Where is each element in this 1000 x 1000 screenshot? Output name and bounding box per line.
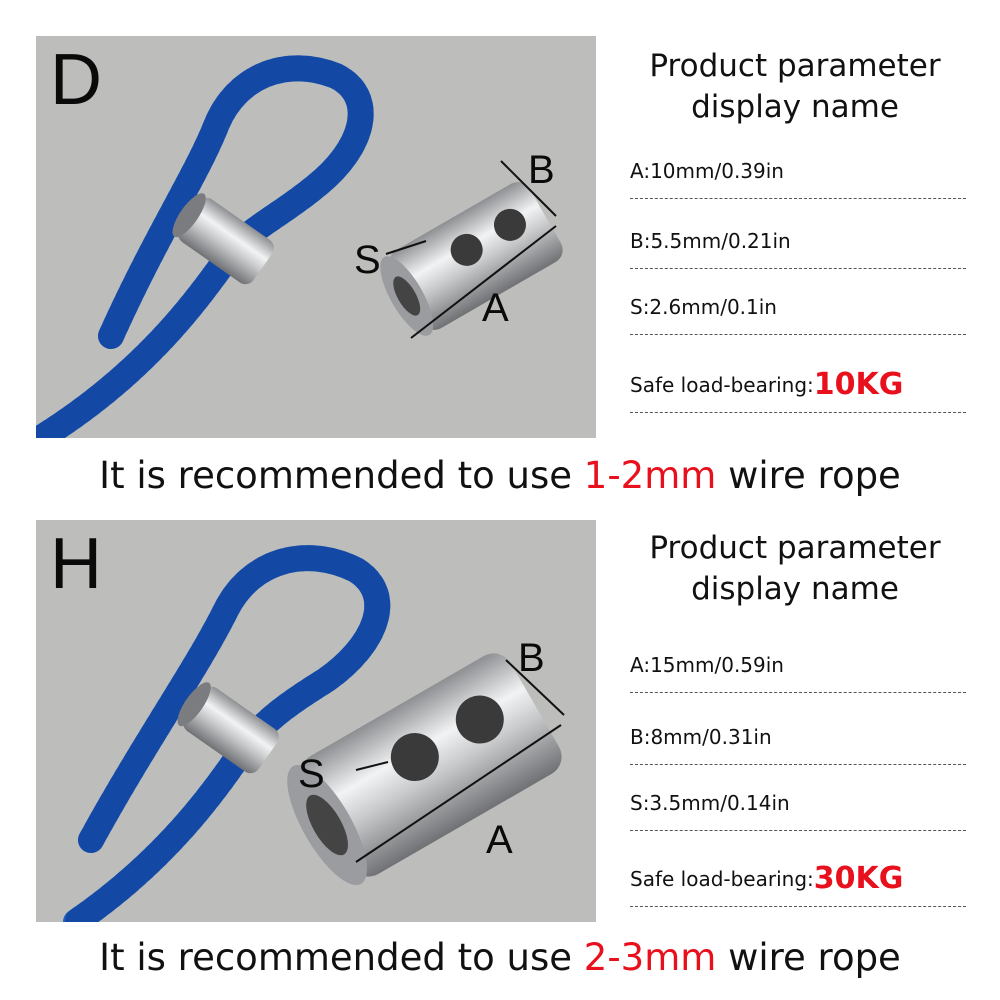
dimension-label-s: S [354,238,381,282]
param-row-load: Safe load-bearing:10KG [630,370,966,413]
variant-letter-d: D [50,40,102,120]
clamp-closeup-h [287,653,562,886]
param-row-load: Safe load-bearing:30KG [630,864,966,907]
product-photo-h: H B S A [36,520,596,922]
variant-letter-h: H [50,524,102,604]
load-value: 10KG [813,367,904,402]
clamp-on-wire-d [172,193,274,285]
param-row-s: S:3.5mm/0.14in [630,788,966,831]
param-row-b: B:8mm/0.31in [630,722,966,765]
wire-rope-illustration [63,545,565,922]
load-value: 30KG [813,861,904,896]
dimension-label-s: S [298,752,325,796]
product-photo-d: D B S A [36,36,596,438]
dimension-label-b: B [528,148,555,192]
dimension-label-a: A [482,286,509,330]
params-title: Product parameter display name [649,530,941,607]
dimension-label-b: B [518,636,545,680]
caption-highlight: 2-3mm [583,936,717,979]
caption-h: It is recommended to use 2-3mm wire rope [99,936,901,979]
dimension-label-a: A [486,818,513,862]
param-row-a: A:10mm/0.39in [630,156,966,199]
params-panel-h: Product parameter display name A:15mm/0.… [624,528,966,918]
params-title: Product parameter display name [649,48,941,125]
clamp-on-wire-h [177,682,279,774]
wire-rope-illustration [36,55,563,438]
params-panel-d: Product parameter display name A:10mm/0.… [624,46,966,436]
param-row-s: S:2.6mm/0.1in [630,292,966,335]
clamp-closeup-d [380,182,563,336]
param-row-a: A:15mm/0.59in [630,650,966,693]
caption-d: It is recommended to use 1-2mm wire rope [99,454,901,497]
caption-highlight: 1-2mm [583,454,717,497]
param-row-b: B:5.5mm/0.21in [630,226,966,269]
